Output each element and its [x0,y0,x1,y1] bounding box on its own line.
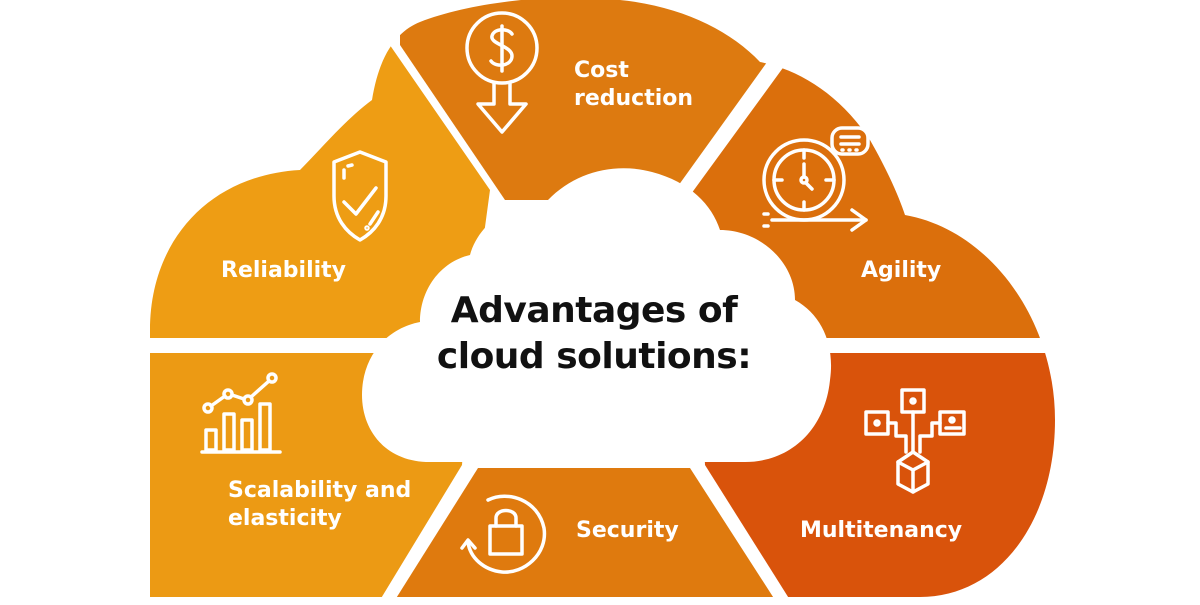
segment-security [395,468,775,597]
padlock-refresh-icon [458,490,548,576]
dollar-down-arrow-icon [458,6,548,138]
bar-line-chart-icon [200,370,284,456]
title-line-1: Advantages of [450,290,738,331]
segment-scalability [150,353,470,597]
segment-cost-reduction [400,0,770,200]
stopwatch-arrow-icon [760,122,874,234]
label-security: Security [576,518,679,543]
title-line-2: cloud solutions: [436,336,752,377]
diagram-title: Advantages of cloud solutions: [384,288,804,380]
shield-check-icon [330,148,390,244]
label-scalability: Scalability and elasticity [228,478,412,531]
segment-multitenancy [700,353,1055,597]
label-multitenancy: Multitenancy [800,518,963,543]
label-agility: Agility [861,258,942,283]
label-cost-reduction: Cost reduction [574,58,694,111]
label-reliability: Reliability [221,258,347,283]
network-cube-icon [862,386,972,494]
center-cloud [362,168,832,463]
